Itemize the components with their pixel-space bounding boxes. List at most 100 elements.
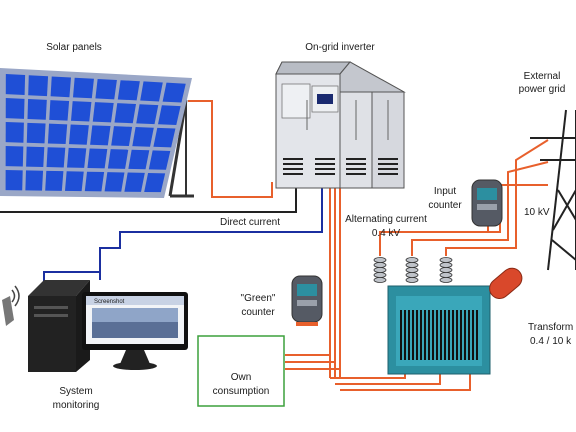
panel-cell: [128, 149, 150, 170]
transformer-fin: [432, 310, 434, 360]
transformer-fin: [464, 310, 466, 360]
label-transformer-2: 0.4 / 10 k: [530, 336, 572, 347]
panel-cells: [5, 74, 186, 193]
panel-cell: [5, 169, 23, 191]
panel-cell: [66, 147, 87, 168]
panel-cell: [132, 126, 154, 147]
insulator: [439, 257, 453, 283]
label-grid-1: External: [524, 71, 561, 82]
panel-cell: [25, 170, 44, 191]
panel-cell: [26, 146, 45, 167]
panel-cell: [68, 124, 89, 145]
panel-cell: [117, 80, 140, 101]
antenna-icon: [2, 285, 20, 326]
transformer-fin: [460, 310, 462, 360]
panel-cell: [114, 103, 137, 124]
label-own-consumption-1: Own: [231, 372, 252, 383]
panel-cell: [70, 101, 92, 122]
label-direct-current: Direct current: [220, 217, 280, 228]
panel-cell: [72, 77, 94, 99]
panel-cell: [162, 82, 186, 103]
label-input-counter-1: Input: [434, 186, 456, 197]
transformer-fin: [468, 310, 470, 360]
dc-wire-black: [0, 188, 297, 213]
insulator: [373, 257, 387, 283]
panel-cell: [47, 123, 68, 145]
transformer-fin: [476, 310, 478, 360]
label-green-counter-1: "Green": [241, 293, 276, 304]
inverter-icon: [275, 61, 406, 189]
panel-cell: [27, 99, 47, 120]
transformer-fin: [400, 310, 402, 360]
panel-cell: [107, 149, 129, 169]
transformer-fin: [420, 310, 422, 360]
panel-cell: [95, 78, 117, 100]
panel-cell: [5, 98, 25, 119]
panel-cell: [64, 171, 84, 192]
green-counter-meter-icon: [291, 275, 323, 326]
label-system-monitoring-2: monitoring: [53, 400, 100, 411]
panel-cell: [111, 126, 133, 147]
transformer-fin: [416, 310, 418, 360]
label-system-monitoring-1: System: [59, 386, 92, 397]
label-10kv: 10 kV: [524, 207, 550, 218]
panel-cell: [104, 172, 125, 192]
label-grid-2: power grid: [519, 84, 566, 95]
panel-cell: [148, 150, 171, 170]
panel-cell: [87, 148, 108, 169]
own-consumption-box: [197, 335, 285, 407]
transformer-fin: [448, 310, 450, 360]
monitor-icon: [82, 292, 188, 370]
label-green-counter-2: counter: [241, 307, 275, 318]
panel-cell: [5, 74, 26, 96]
computer-icon: [28, 280, 90, 372]
label-transformer-1: Transform: [528, 322, 573, 333]
panel-cell: [84, 171, 105, 192]
panel-cell: [153, 127, 176, 148]
hv-lines: [379, 139, 549, 256]
signal-wire: [99, 188, 323, 280]
transformer-fin: [412, 310, 414, 360]
labels: Solar panels On-grid inverter External p…: [46, 42, 573, 411]
panel-cell: [5, 145, 24, 167]
label-ac-1: Alternating current: [345, 214, 427, 225]
transformer-fin: [456, 310, 458, 360]
transformer-fin: [404, 310, 406, 360]
transformer-fin: [408, 310, 410, 360]
input-counter-meter-icon: [471, 179, 503, 227]
transformer-fin: [444, 310, 446, 360]
panel-cell: [158, 105, 181, 125]
solar-panel-icon: [0, 68, 194, 198]
panel-cell: [92, 102, 114, 123]
panel-cell: [45, 170, 64, 191]
panel-cell: [28, 75, 49, 97]
monitor-header-text: Screenshot: [94, 299, 125, 305]
transformer-fin: [440, 310, 442, 360]
insulators: [373, 257, 453, 283]
panel-cell: [49, 100, 70, 121]
panel-cell: [140, 81, 163, 102]
label-own-consumption-2: consumption: [213, 386, 270, 397]
label-inverter: On-grid inverter: [305, 42, 375, 53]
panel-cell: [46, 147, 66, 168]
panel-cell: [124, 172, 145, 192]
panel-cell: [26, 122, 46, 144]
panel-cell: [136, 104, 159, 125]
transformer-fins: [400, 310, 478, 360]
transformer-icon: [373, 257, 523, 375]
panel-cell: [5, 121, 24, 143]
panel-cell: [90, 125, 111, 146]
label-input-counter-2: counter: [428, 200, 462, 211]
label-ac-2: 0.4 kV: [372, 228, 401, 239]
insulator: [405, 257, 419, 283]
transformer-fin: [428, 310, 430, 360]
panel-cell: [50, 76, 72, 98]
dc-wire-red: [188, 100, 273, 198]
ac-trunk: [329, 188, 341, 378]
transformer-fin: [452, 310, 454, 360]
transformer-fin: [472, 310, 474, 360]
label-solar-panels: Solar panels: [46, 42, 102, 53]
panel-cell: [144, 172, 166, 193]
